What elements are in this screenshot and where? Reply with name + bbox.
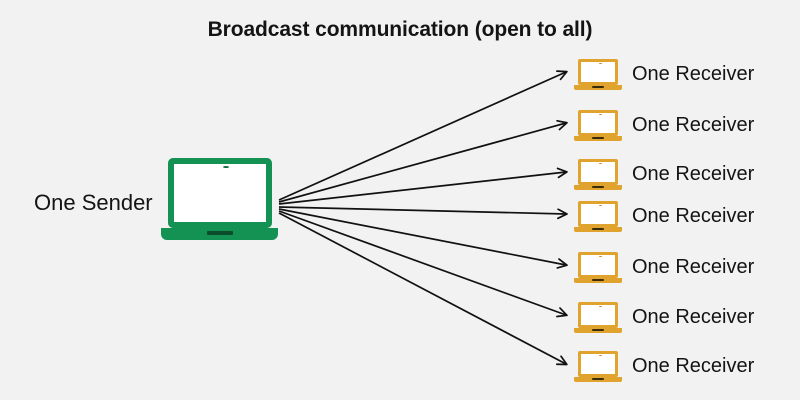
receiver-node-1[interactable]: One Receiver [574,54,755,94]
laptop-camera-icon [599,162,602,164]
laptop-lid [578,58,618,85]
laptop-base [574,135,622,141]
laptop-camera-icon [223,166,229,168]
laptop-base [574,327,622,333]
laptop-camera-icon [599,204,602,206]
laptop-icon [574,200,624,232]
receiver-node-7[interactable]: One Receiver [574,346,755,386]
page-title: Broadcast communication (open to all) [207,18,593,41]
laptop-icon [574,58,624,90]
receiver-node-5[interactable]: One Receiver [574,247,755,287]
broadcast-arrow-5 [278,208,568,269]
sender-node[interactable] [161,158,278,240]
laptop-trackpad [592,86,604,88]
laptop-lid [578,200,618,227]
laptop-base [574,184,622,190]
laptop-icon [168,158,272,228]
laptop-trackpad [592,378,604,380]
laptop-lid [578,109,618,136]
laptop-icon [574,251,624,283]
laptop-base [574,84,622,90]
broadcast-arrow-7 [278,212,568,366]
laptop-lid [578,350,618,377]
laptop-trackpad [592,186,604,188]
laptop-camera-icon [599,62,602,64]
laptop-camera-icon [599,354,602,356]
receiver-node-2[interactable]: One Receiver [574,105,755,145]
receiver-label: One Receiver [632,63,755,85]
broadcast-arrow-3 [278,167,568,205]
broadcast-arrow-6 [278,210,568,318]
laptop-lid [578,301,618,328]
sender-label: One Sender [34,190,153,215]
laptop-base [574,226,622,232]
laptop-icon [574,109,624,141]
receiver-node-3[interactable]: One Receiver [574,154,755,194]
broadcast-arrow-1 [278,70,568,201]
laptop-lid [578,158,618,185]
laptop-base [574,277,622,283]
laptop-base [574,376,622,382]
laptop-base [161,228,278,240]
broadcast-arrow-4 [278,206,568,220]
laptop-icon [574,350,624,382]
receiver-node-6[interactable]: One Receiver [574,297,755,337]
receiver-node-4[interactable]: One Receiver [574,196,755,236]
broadcast-arrow-2 [278,119,568,203]
laptop-icon [574,301,624,333]
receiver-label: One Receiver [632,205,755,227]
laptop-trackpad [592,279,604,281]
receiver-label: One Receiver [632,306,755,328]
laptop-trackpad [592,137,604,139]
receiver-label: One Receiver [632,114,755,136]
laptop-trackpad [592,228,604,230]
receiver-label: One Receiver [632,163,755,185]
receiver-label: One Receiver [632,355,755,377]
laptop-camera-icon [599,255,602,257]
laptop-trackpad [207,231,233,235]
laptop-trackpad [592,329,604,331]
laptop-icon [574,158,624,190]
laptop-camera-icon [599,113,602,115]
laptop-lid [578,251,618,278]
receiver-label: One Receiver [632,256,755,278]
laptop-camera-icon [599,305,602,307]
